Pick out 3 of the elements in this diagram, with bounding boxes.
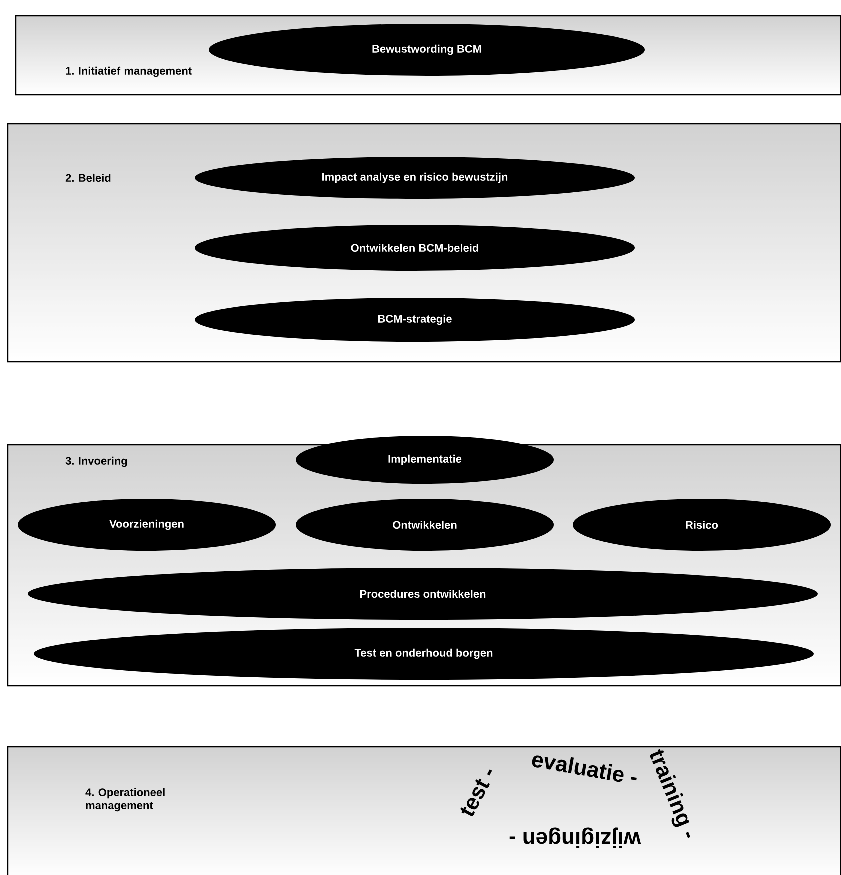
ring-text: test -: [460, 770, 492, 816]
ring-text: wijzigingen -: [510, 828, 642, 848]
ring-text: evaluatie -: [532, 756, 637, 782]
